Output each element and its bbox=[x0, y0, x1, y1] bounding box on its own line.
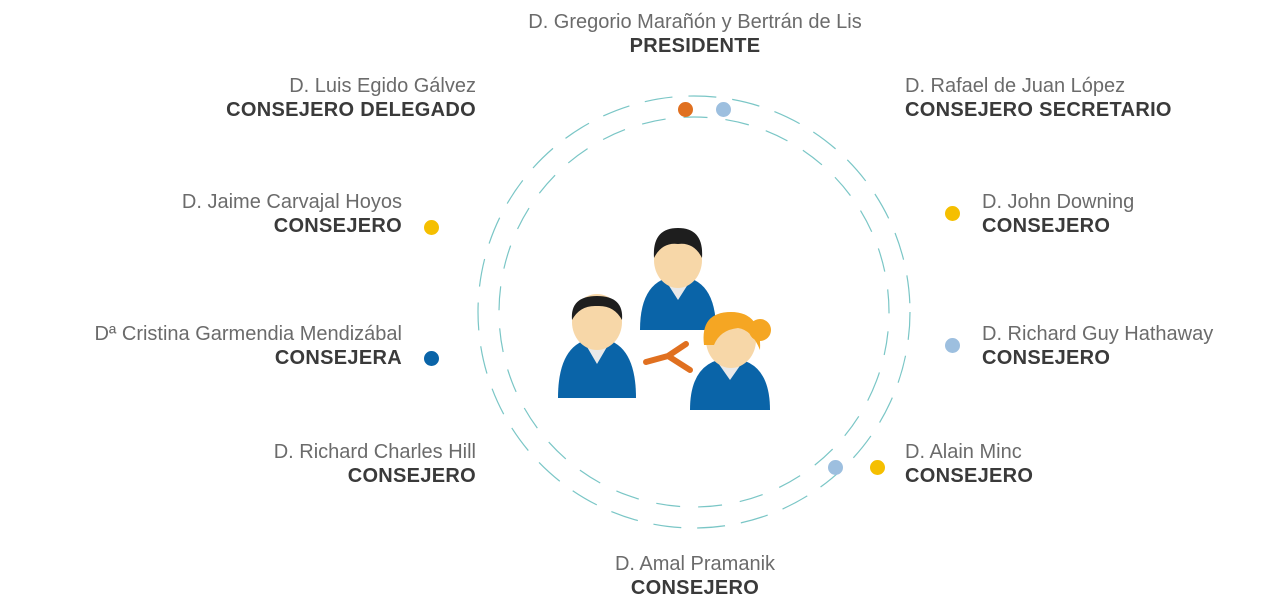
member-hathaway: D. Richard Guy Hathaway CONSEJERO bbox=[982, 322, 1272, 370]
member-role: PRESIDENTE bbox=[629, 35, 761, 57]
member-pramanik: D. Amal Pramanik CONSEJERO bbox=[520, 552, 870, 600]
inner-dashed-ring bbox=[498, 116, 890, 508]
member-downing: D. John Downing CONSEJERO bbox=[982, 190, 1242, 238]
member-presidente: D. Gregorio Marañón y Bertrán de Lis PRE… bbox=[460, 10, 930, 58]
member-hill: D. Richard Charles Hill CONSEJERO bbox=[120, 440, 476, 488]
member-name: D. Richard Charles Hill bbox=[273, 441, 476, 463]
carvajal-dot bbox=[424, 220, 439, 235]
member-role: CONSEJERO bbox=[273, 215, 402, 237]
member-role: CONSEJERO bbox=[347, 465, 476, 487]
member-name: D. John Downing bbox=[982, 191, 1135, 213]
presidente-dot bbox=[678, 102, 693, 117]
member-role: CONSEJERA bbox=[274, 347, 402, 369]
people-group-icon bbox=[558, 228, 771, 410]
member-minc: D. Alain Minc CONSEJERO bbox=[905, 440, 1165, 488]
garmendia-dot bbox=[424, 351, 439, 366]
member-role: CONSEJERO bbox=[905, 465, 1034, 487]
member-consejero-secretario: D. Rafael de Juan López CONSEJERO SECRET… bbox=[905, 74, 1245, 122]
member-name: D. Amal Pramanik bbox=[614, 553, 776, 575]
member-name: Dª Cristina Garmendia Mendizábal bbox=[94, 323, 402, 345]
member-name: D. Luis Egido Gálvez bbox=[289, 75, 476, 97]
member-carvajal: D. Jaime Carvajal Hoyos CONSEJERO bbox=[80, 190, 402, 238]
member-name: D. Jaime Carvajal Hoyos bbox=[181, 191, 402, 213]
member-role: CONSEJERO bbox=[630, 577, 760, 599]
member-name: D. Richard Guy Hathaway bbox=[982, 323, 1214, 345]
minc-dot-1 bbox=[828, 460, 843, 475]
member-name: D. Gregorio Marañón y Bertrán de Lis bbox=[528, 11, 862, 33]
secretario-dot bbox=[716, 102, 731, 117]
member-role: CONSEJERO DELEGADO bbox=[226, 99, 476, 121]
downing-dot bbox=[945, 206, 960, 221]
member-role: CONSEJERO bbox=[982, 215, 1111, 237]
hathaway-dot bbox=[945, 338, 960, 353]
member-role: CONSEJERO bbox=[982, 347, 1111, 369]
minc-dot-2 bbox=[870, 460, 885, 475]
member-garmendia: Dª Cristina Garmendia Mendizábal CONSEJE… bbox=[0, 322, 402, 370]
member-name: D. Rafael de Juan López bbox=[905, 75, 1126, 97]
member-consejero-delegado: D. Luis Egido Gálvez CONSEJERO DELEGADO bbox=[120, 74, 476, 122]
member-role: CONSEJERO SECRETARIO bbox=[905, 99, 1172, 121]
member-name: D. Alain Minc bbox=[905, 441, 1022, 463]
outer-dashed-ring bbox=[477, 95, 911, 529]
